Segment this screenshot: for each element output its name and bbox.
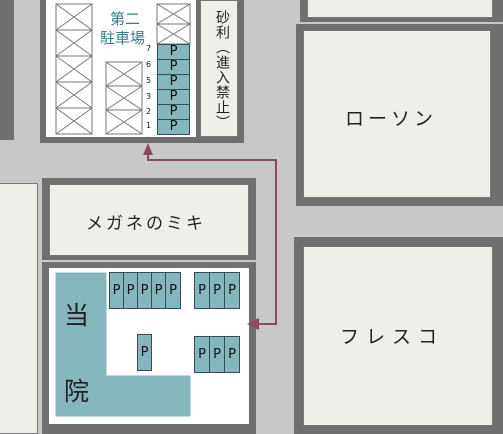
clinic-building [55,272,191,417]
clinic-parking-spot: P [137,272,152,309]
clinic-parking-spot: P [209,272,225,309]
building-top-right-strip [307,0,493,18]
clinic-parking-spot: P [123,272,138,309]
gravel-label: 砂利（進入禁止） [214,10,230,130]
fresco-label: フレスコ [340,326,445,348]
parking2-title-line2: 駐車場 [100,29,146,47]
parking2-spot: P [157,89,190,105]
gravel-area [200,0,238,137]
route-line [147,150,277,325]
parking2-spot: P [157,59,190,75]
lawson-label: ローソン [345,108,438,130]
parking2-spot-number-6: 6 [146,60,152,69]
parking2-spot-number-7: 7 [146,44,152,53]
clinic-label-line1: 当 [64,301,90,330]
parking2-spot-number-2: 2 [146,107,152,116]
clinic-parking-spot: P [137,334,152,371]
parking2-spot: P [157,44,190,60]
building-fresco [303,246,493,426]
parking2-spot-number-3: 3 [146,92,152,101]
clinic-parking-spot: P [224,336,240,373]
building-megane [49,184,249,256]
parking2-xboxes [55,3,191,135]
parking2-spot: P [157,119,190,135]
route-arrow-top [143,143,153,155]
parking2-spot-number-1: 1 [146,121,152,130]
clinic-label-line2: 院 [64,377,90,406]
building-lawson [303,30,491,198]
block-top-left-edge [0,0,14,140]
parking2-spot: P [157,104,190,120]
megane-label: メガネのミキ [86,214,206,234]
building-left-strip [0,183,38,434]
clinic-parking-spot: P [209,336,225,373]
clinic-parking-spot: P [109,272,124,309]
parking2-title-line1: 第二 [110,10,141,28]
clinic-parking-spot: P [224,272,240,309]
clinic-parking-spot: P [194,336,210,373]
route-arrow-right [247,318,259,330]
clinic-parking-spot: P [151,272,166,309]
parking2-spot-number-5: 5 [146,76,152,85]
clinic-parking-spot: P [165,272,181,309]
parking2-spot: P [157,74,190,90]
clinic-parking-spot: P [194,272,210,309]
